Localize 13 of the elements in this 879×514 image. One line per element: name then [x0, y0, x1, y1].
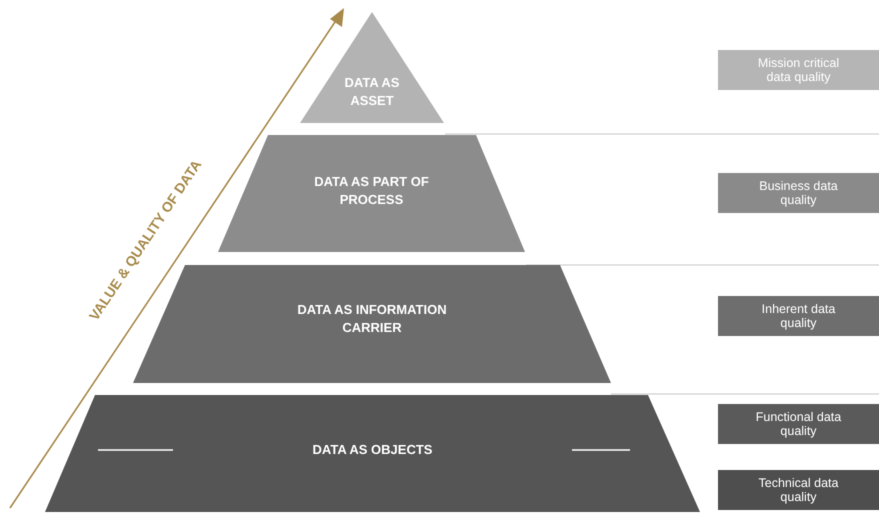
tier-label: DATA AS OBJECTS [312, 441, 434, 459]
tier-label: DATA AS INFORMATION CARRIER [296, 301, 448, 337]
pyramid-tier [300, 12, 444, 123]
pyramid-tier [218, 135, 525, 252]
quality-label-box: Mission critical data quality [718, 50, 879, 90]
tier-label: DATA AS PART OF PROCESS [313, 173, 430, 209]
pyramid-tier [45, 395, 700, 512]
quality-label-box: Functional data quality [718, 404, 879, 444]
quality-label-box: Technical data quality [718, 470, 879, 510]
pyramid-tier [133, 265, 611, 383]
quality-label-box: Business data quality [718, 173, 879, 213]
tier-label: DATA AS ASSET [344, 74, 400, 110]
quality-label-box: Inherent data quality [718, 296, 879, 336]
